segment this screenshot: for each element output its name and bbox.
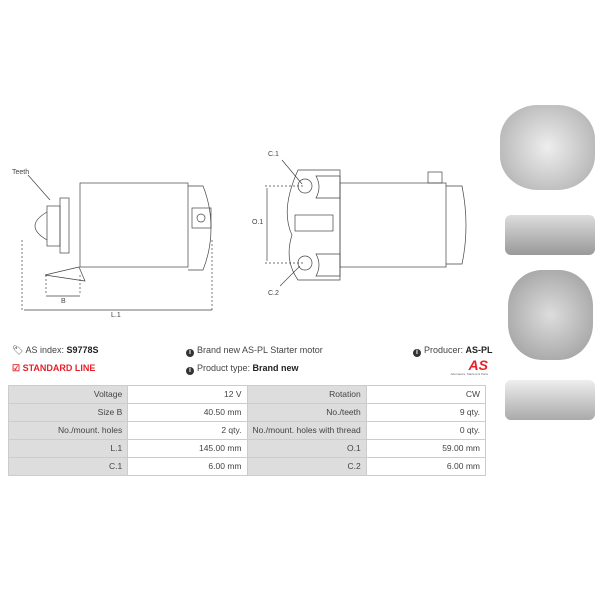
technical-drawing [21,159,467,311]
as-index: 🏷 AS index: S9778S [12,345,99,355]
label-c2: C.2 [268,290,279,297]
spec-label: No./teeth [246,403,367,422]
spec-value: 6.00 mm [365,457,487,476]
standard-line-badge: ☑ STANDARD LINE [12,363,96,373]
spec-label: L.1 [7,439,129,458]
spec-value: 9 qty. [365,403,487,422]
label-b: B [61,298,66,305]
info-icon: i [186,349,194,357]
spec-label: No./mount. holes [7,421,129,440]
spec-label: Size B [7,403,129,422]
spec-value: CW [365,385,487,404]
spec-value: 2 qty. [127,421,248,440]
spec-value: 0 qty. [365,421,487,440]
tags-icon: 🏷 [12,345,24,355]
product-photo-rear [508,270,593,360]
spec-value: 59.00 mm [365,439,487,458]
label-o1: O.1 [252,219,264,226]
label-teeth: Teeth [12,169,30,176]
label-l1: L.1 [111,312,121,319]
spec-label: Rotation [246,385,367,404]
label-c1: C.1 [268,151,279,158]
spec-label: C.2 [246,457,367,476]
as-pl-logo: AS Alternators, Starters & Parts [450,357,488,376]
spec-label: Voltage [7,385,129,404]
spec-value: 6.00 mm [127,457,248,476]
spec-value: 12 V [127,385,248,404]
spec-label: O.1 [246,439,367,458]
spec-value: 40.50 mm [127,403,248,422]
product-photo-front [500,105,595,190]
spec-label: C.1 [7,457,129,476]
checkbox-icon: ☑ [12,363,21,373]
info-icon: i [413,349,421,357]
spec-label: No./mount. holes with thread [246,421,367,440]
spec-value: 145.00 mm [127,439,248,458]
info-icon: i [186,367,194,375]
product-photo-side [505,215,595,255]
product-photo-top [505,380,595,420]
